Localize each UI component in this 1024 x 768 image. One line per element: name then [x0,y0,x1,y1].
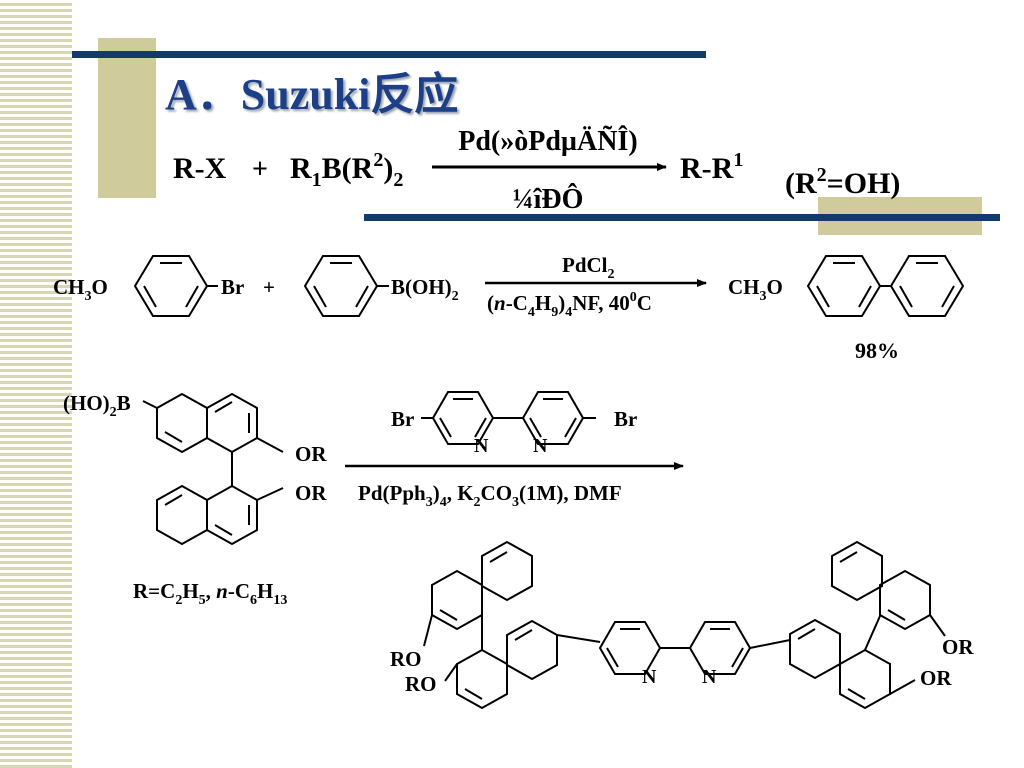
product-alkoxy-3: OR [942,635,974,659]
bipyridine-left-inner-2 [474,417,487,438]
product-ro-bond-2 [444,663,458,682]
naphthalene-a-inner-2 [214,401,233,413]
phenyl-boronic-ring [303,255,379,317]
product-ring-1 [806,255,882,317]
anisole-inner-bonds-2 [185,285,199,308]
product-alkoxy-2: RO [405,672,437,696]
title-rule-top [72,51,706,58]
striped-side-margin [0,0,72,768]
example-1-catalyst: PdCl2 [562,253,615,282]
general-product: R-R1 [680,149,743,185]
example-1-conditions: (n-C4H9)4NF, 400C [487,290,652,320]
product-labels: RO RO N N OR OR [390,635,974,696]
example-1-labels: CH3O Br + B(OH)2 PdCl2 (n-C4H9)4NF, 400C… [53,253,899,363]
product-left-low-ring-2 [506,619,558,681]
product-link-left [556,634,601,643]
product-right-top-ring-2 [831,540,883,602]
product-ring-2-inner-b [941,285,955,308]
product-right-low-inner-2 [847,688,866,700]
nitrogen-right: N [533,435,548,457]
product-right-low-inner-1 [797,628,816,640]
general-reactant-boron: R1B(R2)2 [290,149,403,191]
product-ro-bond-1 [423,614,433,647]
product-ring-1-inner-c [816,285,830,308]
product-right-top-inner-2 [887,609,906,621]
product-right-top-ring-1 [879,569,931,631]
example-1 [133,255,965,317]
general-base-label: ¼îÐÔ [513,184,584,215]
product-left-top-inner-1 [489,551,508,563]
anisole-inner-bonds-3 [143,285,157,308]
product-right-low-ring-2 [839,648,891,710]
or-bond-1 [256,437,284,453]
product-or-bond-2 [889,679,916,695]
bipyridine-left-inner-3 [439,417,452,438]
product-ring-2-inner-c [899,285,913,308]
product-left-low-inner-1 [464,688,483,700]
slide-title: A．Suzuki反应 [165,70,459,119]
product-pyridine-right-inner-2 [731,647,744,668]
product-left-low-ring-1 [456,648,508,710]
bipyridine-right-inner-2 [564,417,577,438]
boron-bond [142,400,158,409]
phenyl-inner-3 [313,285,327,308]
product-left-top-inner-2 [439,609,458,621]
binaphthyl-labels: (HO)2B OR OR R=C2H5, n-C6H13 [63,391,327,608]
general-reactant-halide: R-X [173,152,227,185]
dibromobipyridine-labels: Br Br N N Pd(Pph3)4, K2CO3(1M), DMF [345,407,684,510]
product-nitrogen-left: N [642,666,657,688]
naphthalene-b-ring-2 [156,484,208,546]
general-plus-sign: + [252,154,268,185]
section-rule [364,214,1000,221]
anisole-methoxy: CH3O [53,275,108,304]
alkoxy-label-2: OR [295,481,327,505]
product-link-right [749,639,791,649]
binaphthyl-reactant [142,392,284,546]
product-ring-2 [889,255,965,317]
product-ring-1-inner-b [858,285,872,308]
product-left-top-ring-1 [431,569,483,631]
naphthalene-a-ring-1 [156,392,208,454]
general-reaction: R-X + R1B(R2)2 Pd(»òPdµÄÑÎ) ¼îÐÔ R-R1 (R… [173,126,900,215]
example-1-yield: 98% [855,338,899,363]
bis-binaphthyl-product [423,540,946,710]
dibromobipyridine [421,391,596,445]
general-catalyst-label: Pd(»òPdµÄÑÎ) [458,126,637,157]
naphthalene-a-inner-1 [164,431,183,443]
bipyridine-right-inner-3 [529,417,542,438]
boronic-acid-label: (HO)2B [63,391,131,420]
product-right-top-inner-1 [839,551,858,563]
bromine-left: Br [391,407,414,431]
general-condition-note: (R2=OH) [785,164,900,200]
product-right-low-ring-1 [789,618,841,680]
product-nitrogen-right: N [702,666,717,688]
product-pyridine-left-inner-2 [606,647,619,668]
alkoxy-label-1: OR [295,442,327,466]
decorative-block-top [98,38,156,198]
example-2-conditions: Pd(Pph3)4, K2CO3(1M), DMF [358,481,622,510]
bromine-right: Br [614,407,637,431]
naphthalene-b-inner-2 [164,494,183,506]
product-left-top-ring-2 [481,540,533,602]
product-left-low-inner-2 [514,629,533,641]
boronic-acid-group: B(OH)2 [391,275,459,304]
product-alkoxy-1: RO [390,647,422,671]
naphthalene-b-inner-1 [214,524,233,536]
anisole-bromide: Br [221,275,244,299]
nitrogen-left: N [474,435,489,457]
anisole-ring [133,255,209,317]
r-group-definition: R=C2H5, n-C6H13 [133,579,287,608]
product-right-axis [864,615,881,651]
product-alkoxy-4: OR [920,666,952,690]
phenyl-inner-2 [355,285,369,308]
example-1-plus: + [263,275,275,299]
product-or-bond-1 [929,614,946,637]
product-methoxy: CH3O [728,275,783,304]
or-bond-2 [256,487,284,501]
